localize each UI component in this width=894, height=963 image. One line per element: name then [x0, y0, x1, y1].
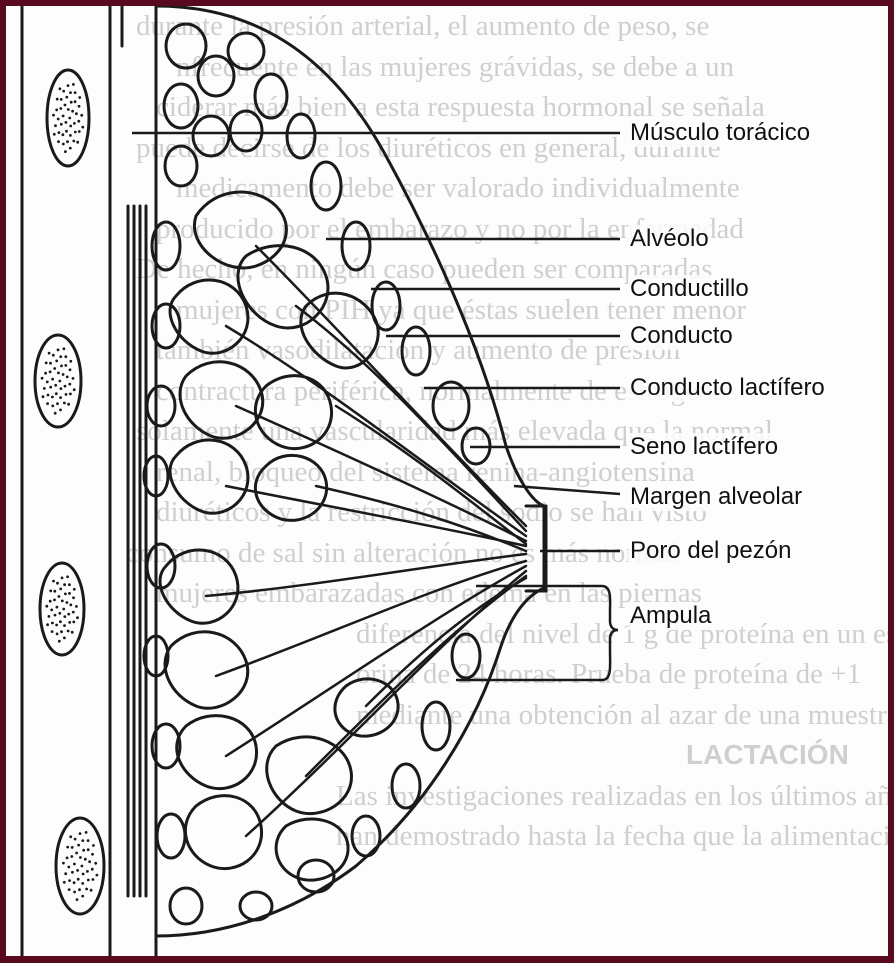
label-conducto: Conducto	[628, 322, 735, 350]
label-conductillo: Conductillo	[628, 275, 751, 303]
alveoli-clusters	[160, 192, 398, 880]
label-conducto-lactifero: Conducto lactífero	[628, 374, 827, 402]
label-alveolo: Alvéolo	[628, 225, 711, 253]
label-ampula: Ampula	[628, 602, 713, 630]
label-seno-lactifero: Seno lactífero	[628, 433, 780, 461]
chest-wall	[22, 6, 156, 956]
rib-dots	[41, 347, 76, 414]
label-musculo-toracico: Músculo torácico	[628, 119, 812, 147]
rib-dots	[45, 575, 79, 642]
diagram-panel: durante la presión arterial, el aumento …	[6, 6, 888, 956]
label-poro-del-pezon: Poro del pezón	[628, 537, 793, 565]
rib-dots	[62, 831, 98, 901]
label-margen-alveolar: Margen alveolar	[628, 483, 804, 511]
breast-anatomy-drawing	[6, 6, 888, 956]
leader-lines	[132, 133, 620, 680]
ribs	[35, 70, 104, 914]
ducts	[206, 246, 526, 836]
rib-dots	[52, 83, 84, 153]
